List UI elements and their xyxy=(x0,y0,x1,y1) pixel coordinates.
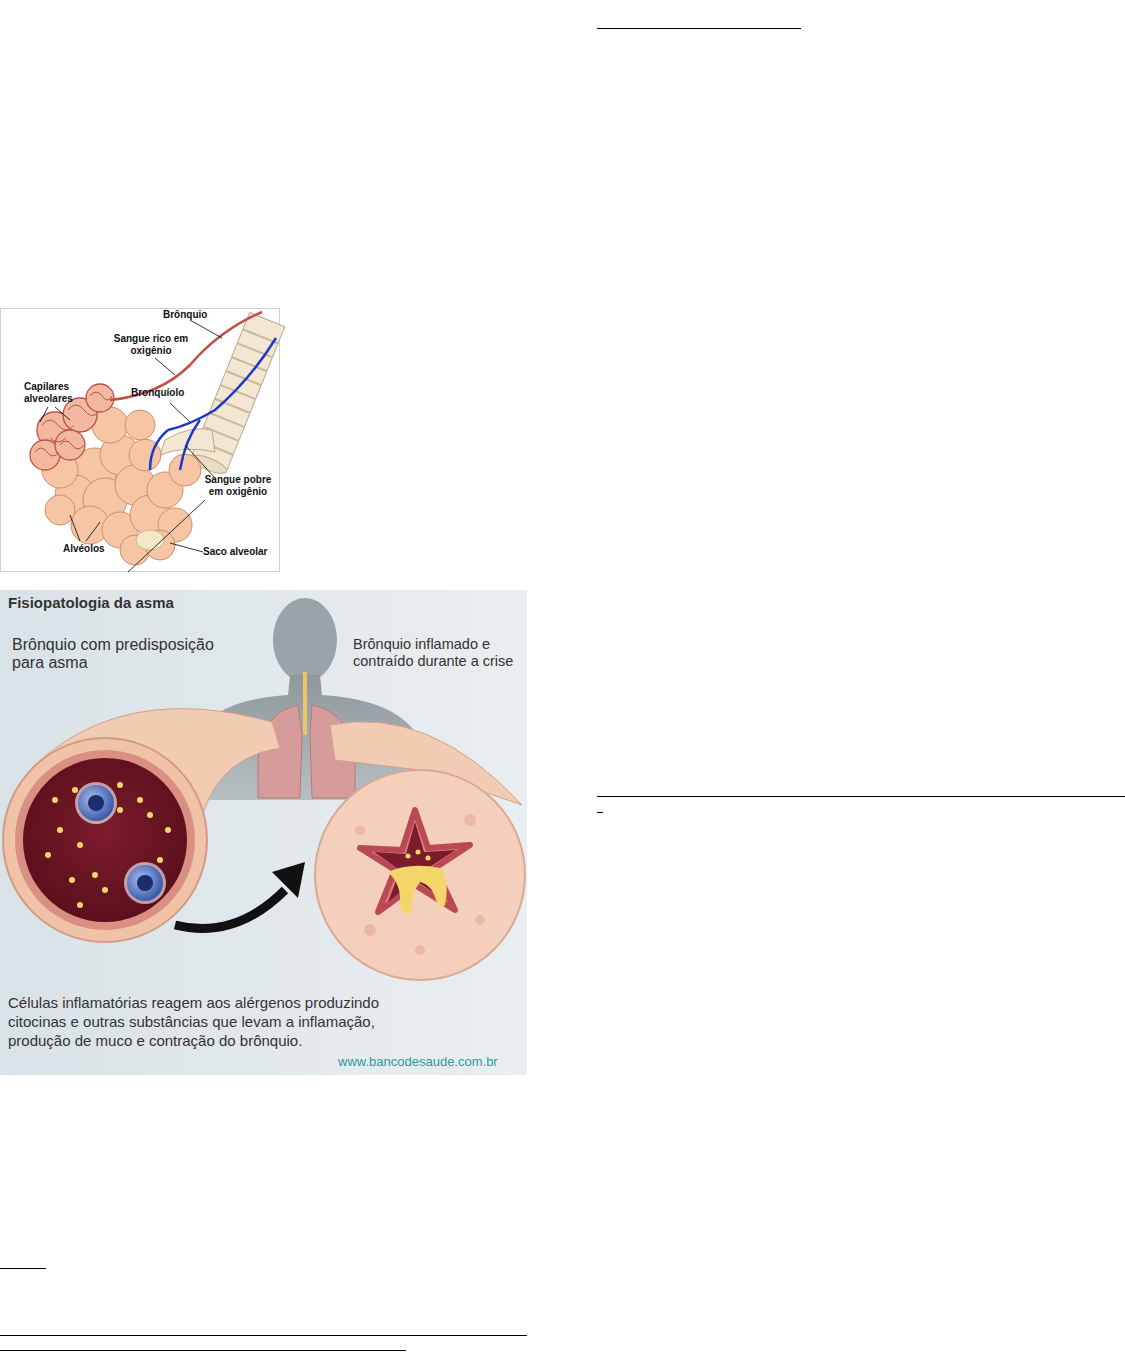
section-label: Brônquio com predisposição para asma xyxy=(12,636,237,673)
part-label: Sangue pobre em oxigênio xyxy=(198,474,278,497)
part-label: Sangue rico em oxigênio xyxy=(108,333,194,356)
part-label: Alvéolos xyxy=(63,543,105,555)
alveoli-figure xyxy=(1,309,285,573)
watermark: www.bancodesaude.com.br xyxy=(338,1055,498,1070)
asthma-figure xyxy=(0,590,527,1075)
part-label: Capilares alveolares xyxy=(24,381,86,404)
figure-note: Células inflamatórias reagem aos alérgen… xyxy=(8,993,380,1050)
rule-lines xyxy=(0,29,1125,1351)
part-label: Bronquíolo xyxy=(131,387,184,399)
part-label: Saco alveolar xyxy=(203,546,267,558)
figure-title: Fisiopatologia da asma xyxy=(8,594,174,611)
section-label: Brônquio inflamado e contraído durante a… xyxy=(353,636,525,669)
part-label: Brônquio xyxy=(163,309,207,321)
